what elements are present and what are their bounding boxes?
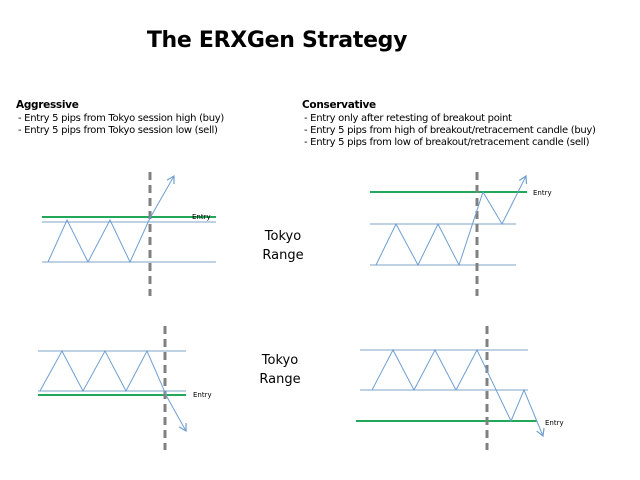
entry-label: Entry	[193, 391, 212, 399]
page-title: The ERXGen Strategy	[146, 28, 408, 53]
conservative-line-retest: - Entry only after retesting of breakout…	[304, 113, 512, 124]
price-path	[47, 174, 175, 264]
diagram-aggressive-sell: Entry	[38, 326, 212, 450]
entry-label: Entry	[533, 189, 552, 197]
conservative-description: Conservative - Entry only after retestin…	[302, 99, 596, 149]
aggressive-line-sell: - Entry 5 pips from Tokyo session low (s…	[18, 125, 218, 136]
diagram-conservative-buy: Entry	[370, 172, 552, 296]
price-path	[375, 174, 528, 267]
range-label-bottom-line2: Range	[259, 372, 301, 387]
entry-label: Entry	[192, 213, 211, 221]
price-path	[39, 349, 187, 433]
range-label-top-line2: Range	[262, 248, 304, 263]
range-label-bottom-line1: Tokyo	[261, 353, 299, 368]
aggressive-line-buy: - Entry 5 pips from Tokyo session high (…	[18, 113, 224, 124]
diagram-aggressive-buy: Entry	[42, 172, 216, 296]
tokyo-range-label-top: Tokyo Range	[248, 227, 318, 265]
aggressive-heading: Aggressive	[16, 99, 79, 111]
diagram-conservative-sell: Entry	[356, 326, 564, 450]
conservative-line-sell: - Entry 5 pips from low of breakout/retr…	[304, 137, 590, 148]
aggressive-description: Aggressive - Entry 5 pips from Tokyo ses…	[16, 99, 224, 137]
conservative-heading: Conservative	[302, 99, 376, 111]
tokyo-range-label-bottom: Tokyo Range	[245, 351, 315, 389]
conservative-line-buy: - Entry 5 pips from high of breakout/ret…	[304, 125, 596, 136]
price-path	[371, 348, 545, 438]
entry-label: Entry	[545, 419, 564, 427]
range-label-top-line1: Tokyo	[264, 229, 302, 244]
